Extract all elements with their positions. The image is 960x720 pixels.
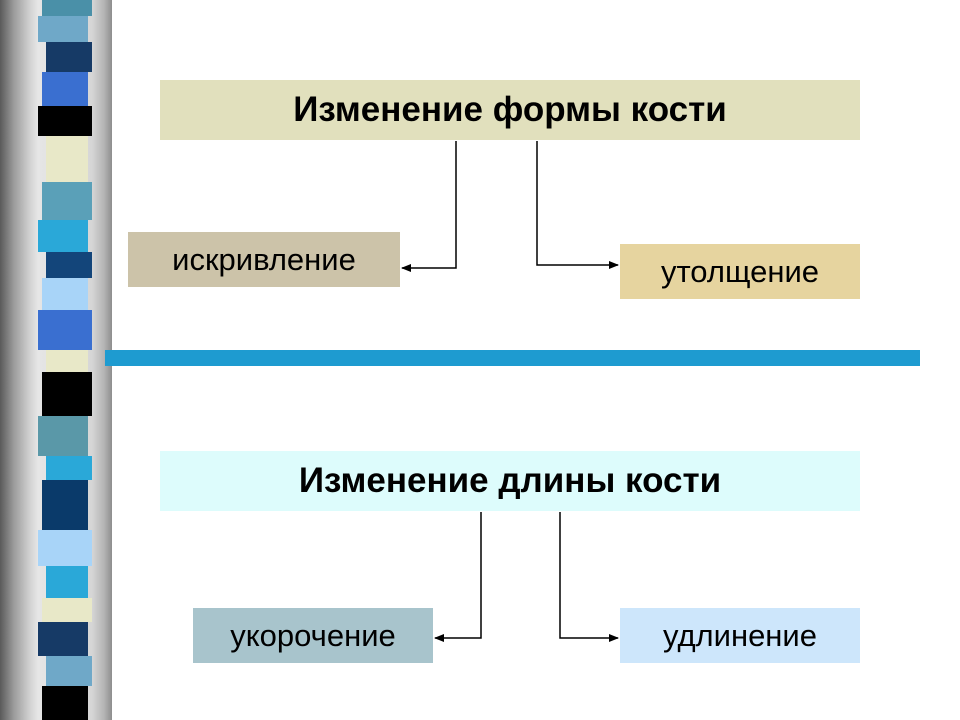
decorative-stripe	[46, 350, 88, 372]
decorative-stripe	[46, 566, 88, 598]
connector-shortening	[434, 512, 482, 642]
decorative-stripe	[42, 0, 92, 16]
left-stripe-pattern	[38, 0, 92, 720]
decorative-stripe	[38, 622, 88, 656]
lengthening-label: удлинение	[662, 617, 817, 653]
section-divider	[105, 350, 920, 366]
bone-length-change-title: Изменение длины кости	[160, 451, 860, 511]
left-decorative-band	[0, 0, 112, 720]
decorative-stripe	[46, 252, 92, 278]
bone-shape-change-title: Изменение формы кости	[160, 80, 860, 140]
decorative-stripe	[38, 16, 88, 42]
curvature-label: искривление	[172, 241, 356, 277]
decorative-stripe	[42, 182, 92, 220]
connector-thickening	[536, 141, 619, 269]
decorative-stripe	[42, 598, 92, 622]
thickening-box: утолщение	[620, 244, 860, 299]
decorative-stripe	[38, 220, 88, 252]
curvature-box: искривление	[128, 232, 400, 287]
decorative-stripe	[38, 530, 92, 566]
decorative-stripe	[38, 310, 92, 350]
bone-length-change-label: Изменение длины кости	[298, 461, 722, 500]
thickening-label: утолщение	[660, 253, 820, 289]
shortening-box: укорочение	[193, 608, 433, 663]
connector-curvature	[401, 141, 457, 272]
decorative-stripe	[38, 416, 88, 456]
decorative-stripe	[42, 372, 92, 416]
decorative-stripe	[46, 136, 88, 182]
decorative-stripe	[42, 686, 88, 720]
decorative-stripe	[38, 106, 92, 136]
lengthening-box: удлинение	[620, 608, 860, 663]
connector-lengthening	[559, 512, 619, 642]
bone-shape-change-label: Изменение формы кости	[293, 90, 727, 129]
shortening-label: укорочение	[230, 617, 396, 653]
decorative-stripe	[42, 278, 88, 310]
decorative-stripe	[46, 656, 92, 686]
decorative-stripe	[46, 456, 92, 480]
decorative-stripe	[42, 72, 88, 106]
decorative-stripe	[46, 42, 92, 72]
decorative-stripe	[42, 480, 88, 530]
